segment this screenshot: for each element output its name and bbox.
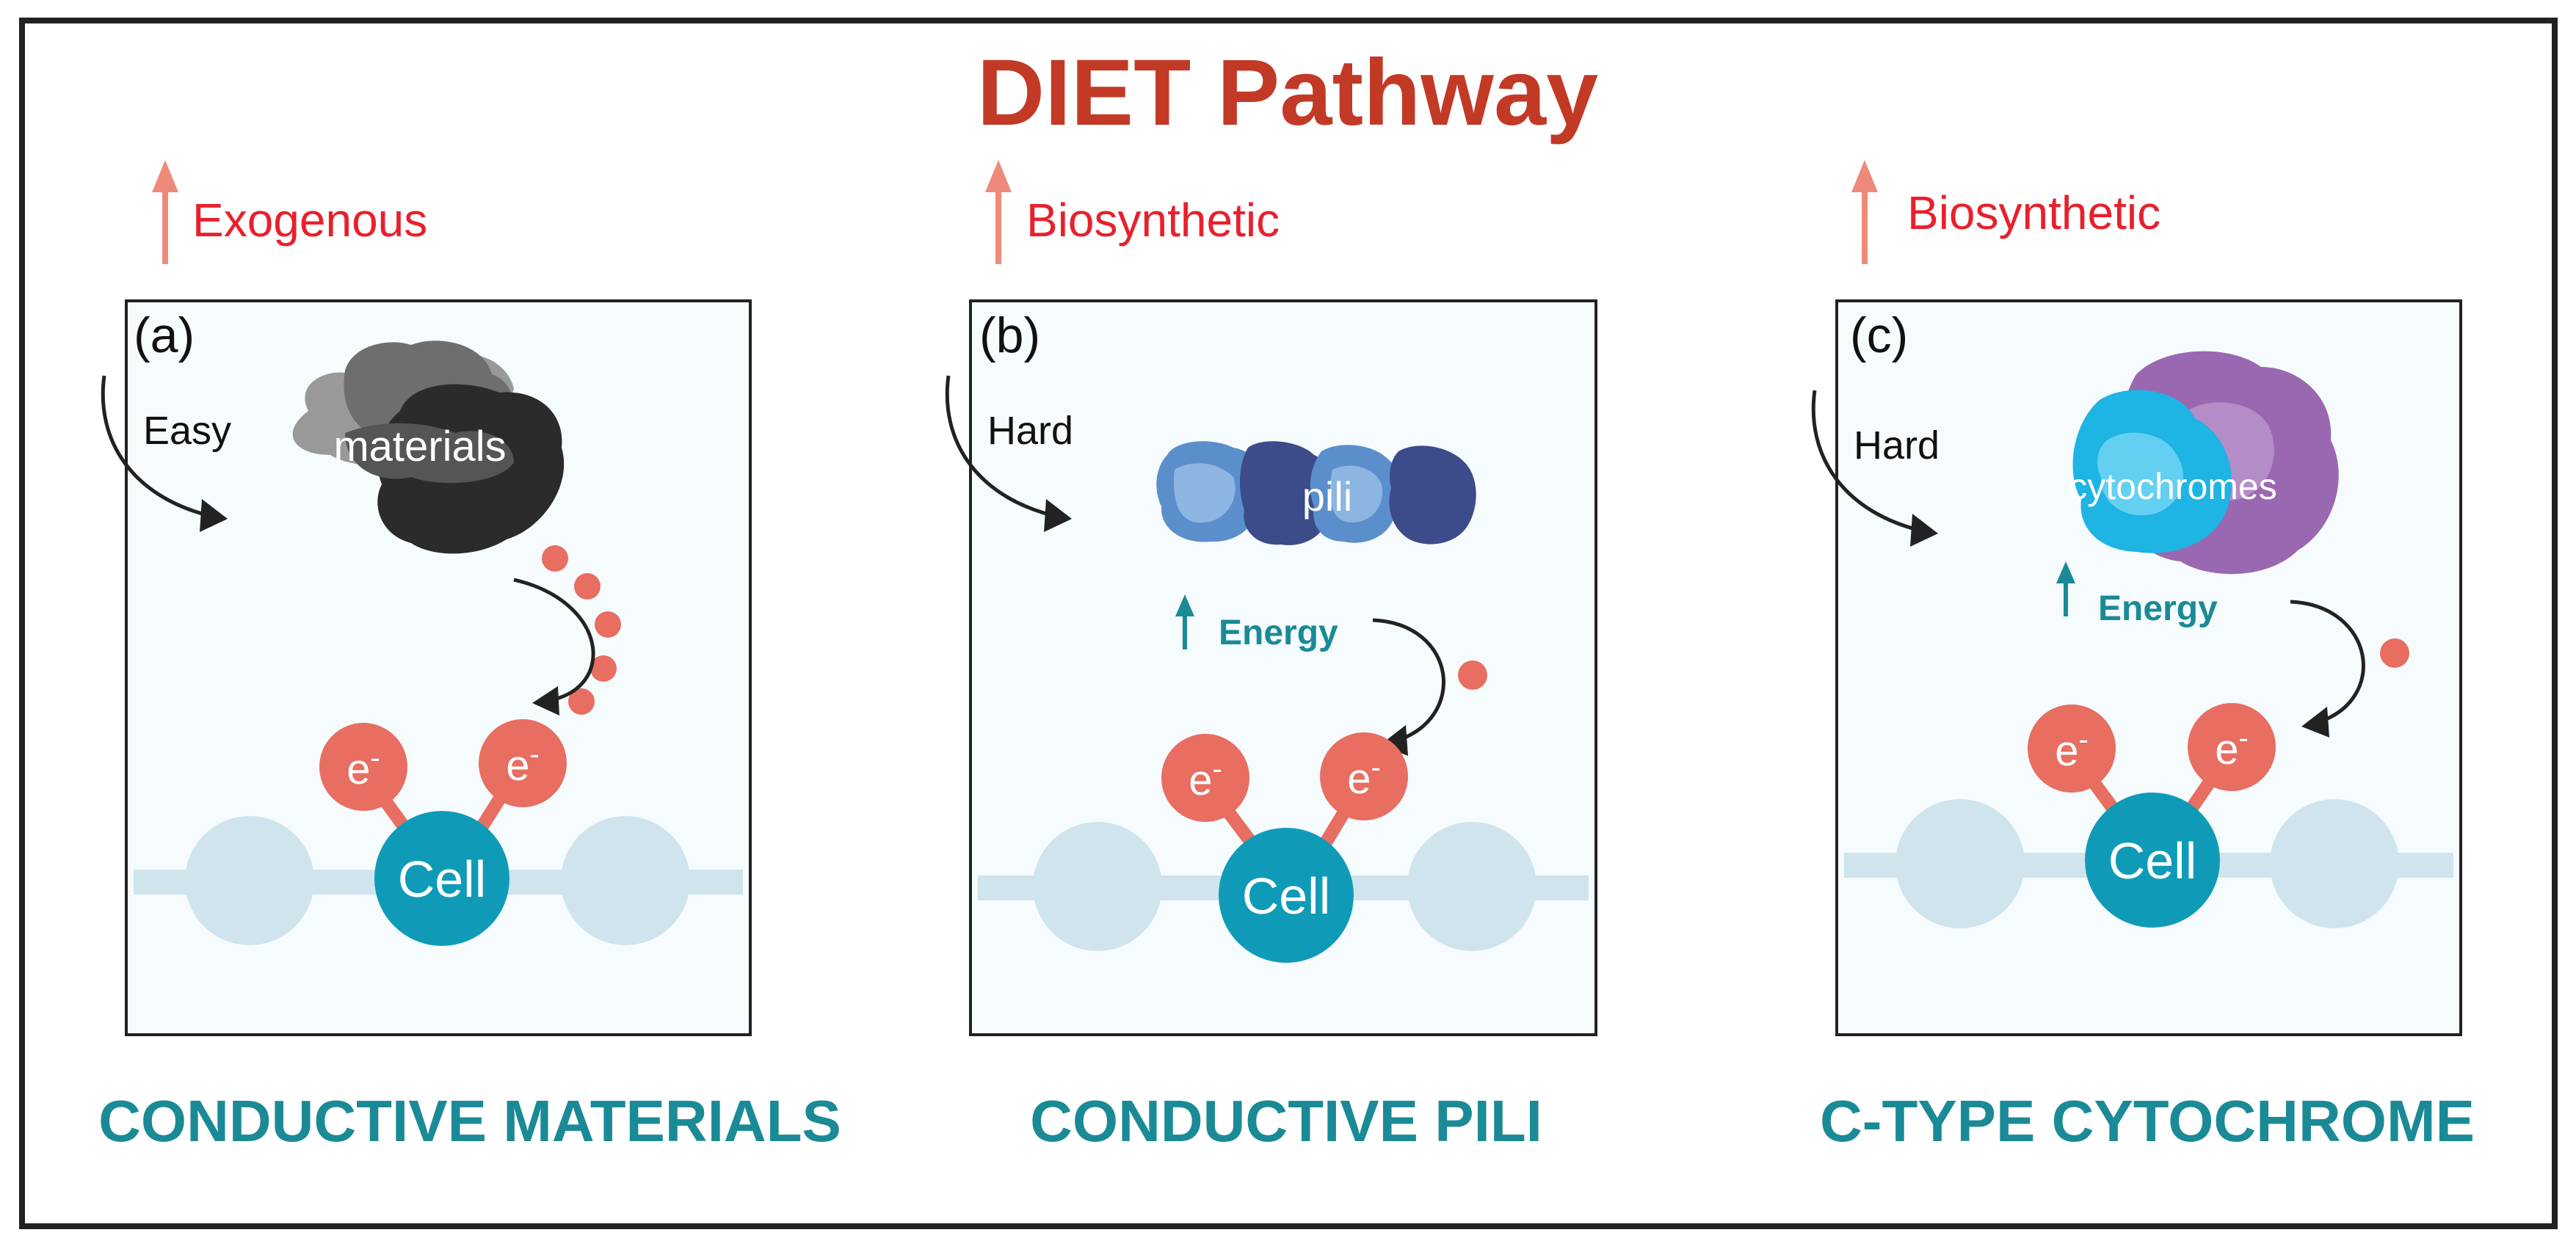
- panel-b-letter: (b): [979, 307, 1040, 363]
- electron-label: e-: [2215, 722, 2249, 773]
- curve-arrow-head-icon: [1910, 514, 1938, 547]
- small-electron-icon: [2380, 638, 2409, 668]
- panel-c-energy-label: Energy: [2098, 589, 2218, 628]
- pili-chain-icon: [1156, 441, 1476, 545]
- panel-c-caption: C-TYPE CYTOCHROME: [1820, 1088, 2475, 1154]
- cytochrome-blob-icon: [2072, 351, 2339, 575]
- cell-icon: [2085, 793, 2220, 928]
- transfer-arrow-icon: [2290, 600, 2365, 725]
- membrane-circle: [1033, 822, 1162, 951]
- curve-arrow-icon: [945, 375, 1062, 520]
- electron-label: e-: [506, 738, 540, 790]
- panel-b-structure-label: pili: [1302, 473, 1352, 520]
- panel-c-difficulty: Hard: [1854, 423, 1940, 467]
- up-arrow-head-icon: [152, 160, 178, 192]
- electron-label: e-: [1189, 753, 1222, 804]
- up-arrow-head-icon: [985, 160, 1012, 192]
- panel-c: Biosynthetic (c) Hard cytochromes Energy…: [1811, 160, 2475, 1154]
- curve-arrow-head-icon: [1044, 499, 1072, 532]
- panel-a-structure-label: materials: [333, 423, 506, 470]
- figure-title: DIET Pathway: [977, 40, 1598, 145]
- materials-blob-icon: [292, 341, 565, 554]
- panel-b: Biosynthetic (b) Hard pili Energy: [945, 160, 1597, 1154]
- panel-b-difficulty: Hard: [987, 409, 1073, 453]
- membrane-circle: [2270, 799, 2399, 928]
- up-arrow-head-icon: [1851, 160, 1878, 192]
- membrane-circle: [185, 816, 314, 945]
- electron-icon: [1320, 732, 1408, 820]
- panel-a-difficulty: Easy: [143, 409, 231, 453]
- membrane-circle: [1895, 799, 2025, 928]
- panel-b-energy-label: Energy: [1219, 613, 1338, 652]
- panel-a: Exogenous (a) Easy materials: [98, 160, 841, 1154]
- membrane-circle: [1407, 822, 1536, 951]
- membrane-circle: [561, 816, 690, 945]
- transfer-arrow-head-icon: [532, 686, 559, 715]
- transfer-arrow-icon: [1372, 618, 1445, 743]
- energy-arrow-head-icon: [2056, 561, 2075, 583]
- panel-c-letter: (c): [1850, 307, 1908, 363]
- panel-a-caption: CONDUCTIVE MATERIALS: [98, 1088, 841, 1154]
- curve-arrow-icon: [1811, 390, 1928, 534]
- electron-label: e-: [1347, 751, 1381, 803]
- panel-a-letter: (a): [134, 307, 195, 363]
- electron-icon: [1161, 734, 1249, 822]
- electron-icon: [2028, 704, 2116, 793]
- transfer-arrow-head-icon: [2301, 707, 2329, 738]
- electron-icon: [2188, 703, 2276, 791]
- energy-arrow-head-icon: [1175, 594, 1194, 616]
- electron-label: e-: [2055, 724, 2089, 775]
- cell-label: Cell: [1242, 867, 1331, 925]
- panel-a-top-label: Exogenous: [192, 194, 427, 247]
- electron-icon: [479, 719, 567, 807]
- panel-b-caption: CONDUCTIVE PILI: [1030, 1088, 1542, 1154]
- small-electron-icons: [542, 545, 621, 715]
- cell-label: Cell: [2108, 832, 2197, 889]
- cell-icon: [374, 811, 509, 946]
- small-electron-icon: [1458, 660, 1487, 690]
- electron-icon: [319, 723, 407, 811]
- curve-arrow-icon: [101, 375, 217, 520]
- transfer-arrow-head-icon: [1380, 725, 1408, 756]
- electron-label: e-: [347, 742, 380, 793]
- cell-label: Cell: [398, 851, 487, 908]
- panel-b-top-label: Biosynthetic: [1026, 194, 1280, 247]
- transfer-arrow-icon: [513, 578, 595, 703]
- cell-icon: [1219, 828, 1354, 963]
- panel-c-structure-label: cytochromes: [2069, 466, 2276, 507]
- panel-c-top-label: Biosynthetic: [1907, 186, 2160, 239]
- curve-arrow-head-icon: [200, 499, 228, 532]
